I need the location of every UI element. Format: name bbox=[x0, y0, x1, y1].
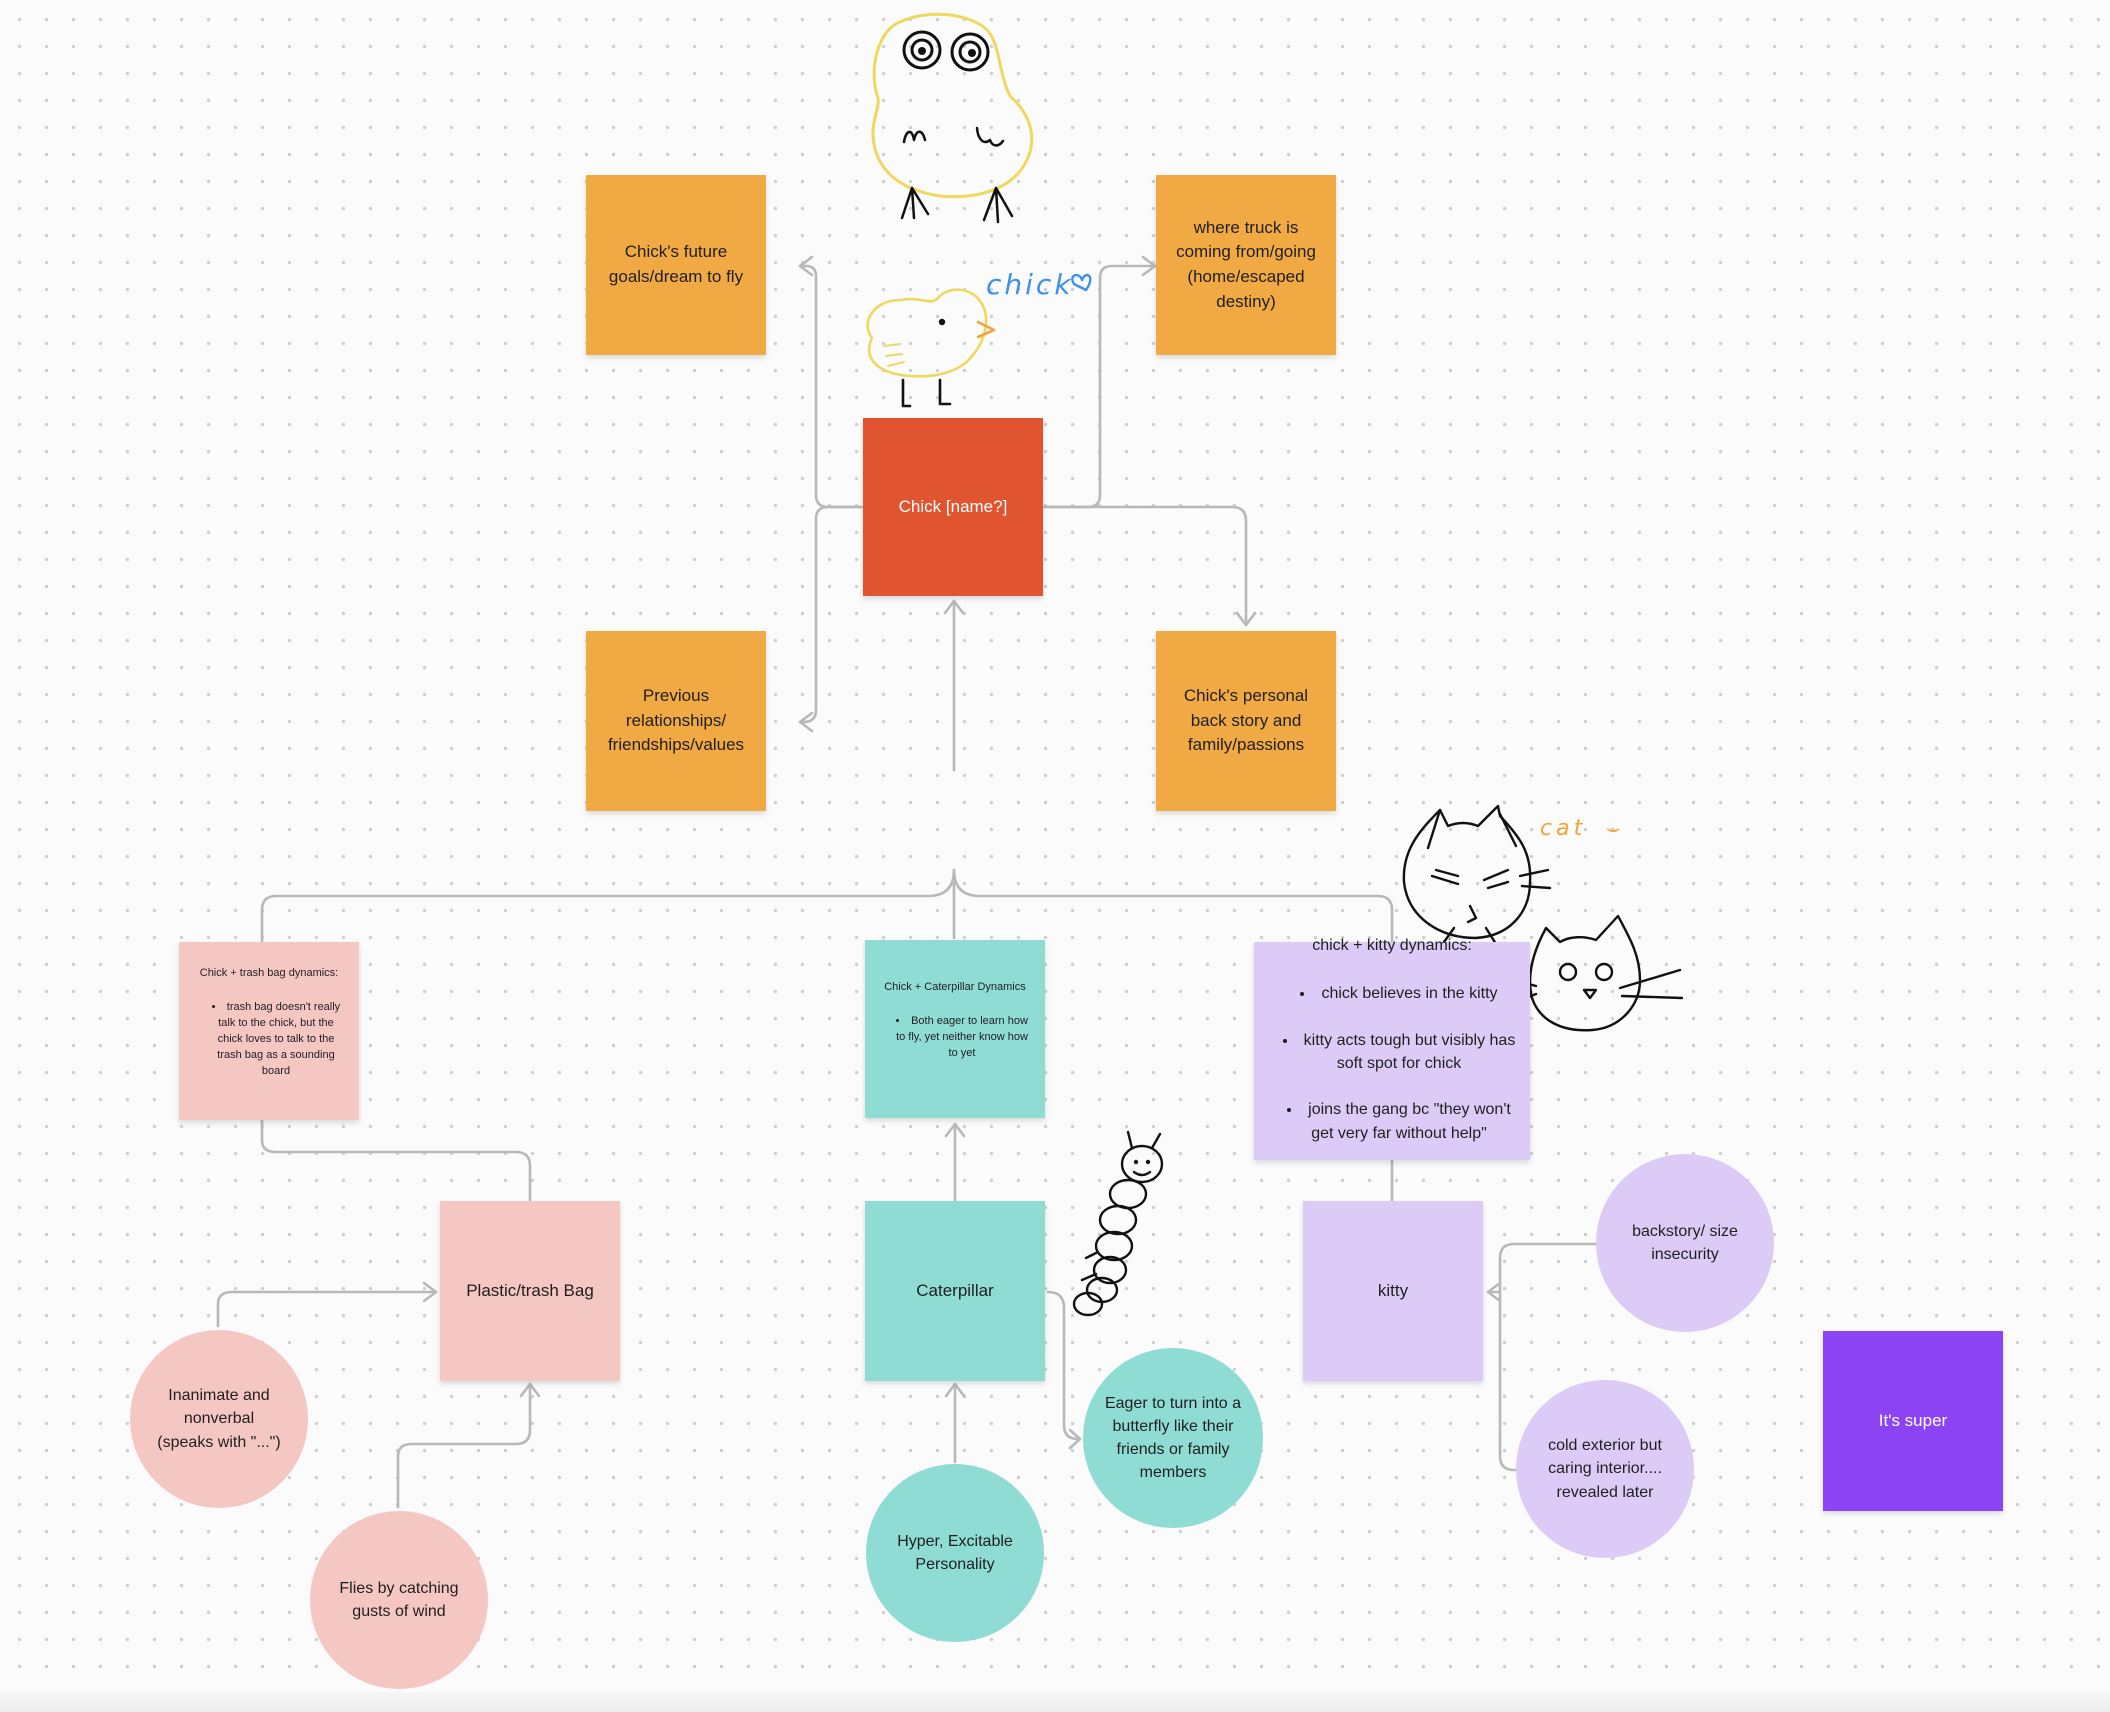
backstory-note-text: Chick's personal back story and family/p… bbox=[1183, 686, 1309, 755]
caterpillar-dynamics-bullet: Both eager to learn how to fly, yet neit… bbox=[891, 1014, 1033, 1062]
arrowhead-kitty bbox=[1486, 1281, 1502, 1303]
connector-inanimate-trash bbox=[216, 1290, 438, 1328]
kitty-note[interactable]: kitty bbox=[1303, 1201, 1483, 1381]
smile-icon: ⌣ bbox=[1606, 816, 1621, 841]
hyper-circle[interactable]: Hyper, Excitable Personality bbox=[866, 1464, 1044, 1642]
cold-exterior-circle-text: cold exterior but caring interior.... re… bbox=[1548, 1437, 1662, 1501]
arrowhead-eager bbox=[1068, 1428, 1082, 1450]
connector-trunk-left bbox=[260, 868, 956, 945]
kitty-dynamics-note[interactable]: chick + kitty dynamics: chick believes i… bbox=[1254, 937, 1530, 1160]
relationships-note-text: Previous relationships/ friendships/valu… bbox=[607, 686, 745, 755]
truck-note-text: where truck is coming from/going (home/e… bbox=[1176, 217, 1316, 311]
big-chick-doodle bbox=[871, 12, 1034, 224]
connector-trash-dynamics bbox=[260, 1117, 532, 1202]
inanimate-circle[interactable]: Inanimate and nonverbal (speaks with "..… bbox=[130, 1330, 308, 1508]
kitty-dynamics-bullet: kitty acts tough but visibly has soft sp… bbox=[1278, 1029, 1520, 1075]
caterpillar-dynamics-title: Chick + Caterpillar Dynamics bbox=[884, 981, 1026, 994]
central-note-text: Chick [name?] bbox=[898, 496, 1008, 516]
window-bottom-edge bbox=[0, 1692, 2110, 1712]
connector-center-relationships bbox=[798, 505, 864, 724]
trash-dynamics-title: Chick + trash bag dynamics: bbox=[199, 967, 339, 980]
connector-flies-trash bbox=[396, 1382, 532, 1509]
caterpillar-doodle bbox=[1072, 1130, 1164, 1317]
its-super-note[interactable]: It's super bbox=[1823, 1331, 2003, 1511]
small-chick-doodle bbox=[866, 288, 996, 408]
flies-circle-text: Flies by catching gusts of wind bbox=[339, 1579, 459, 1620]
trash-bag-note[interactable]: Plastic/trash Bag bbox=[440, 1201, 620, 1381]
caterpillar-note-text: Caterpillar bbox=[916, 1280, 994, 1300]
caterpillar-note[interactable]: Caterpillar bbox=[865, 1201, 1045, 1381]
hyper-circle-text: Hyper, Excitable Personality bbox=[897, 1532, 1013, 1573]
arrowhead-goals bbox=[798, 255, 814, 277]
connector-center-backstory bbox=[1042, 505, 1248, 627]
size-insecurity-circle-text: backstory/ size insecurity bbox=[1632, 1222, 1738, 1263]
arrowhead-center bbox=[943, 599, 965, 615]
connector-size-kitty bbox=[1486, 1242, 1598, 1294]
chick-doodle-label: chick bbox=[986, 268, 1074, 301]
truck-note[interactable]: where truck is coming from/going (home/e… bbox=[1156, 175, 1336, 355]
caterpillar-dynamics-list: Both eager to learn how to fly, yet neit… bbox=[877, 998, 1033, 1078]
trash-dynamics-list: trash bag doesn't really talk to the chi… bbox=[191, 984, 347, 1096]
flies-circle[interactable]: Flies by catching gusts of wind bbox=[310, 1511, 488, 1689]
eager-circle-text: Eager to turn into a butterfly like thei… bbox=[1104, 1394, 1242, 1482]
kitty-dynamics-bullet: chick believes in the kitty bbox=[1278, 982, 1520, 1005]
connector-cold-kitty bbox=[1498, 1290, 1518, 1472]
cat-doodle-label: cat bbox=[1540, 816, 1587, 841]
arrowhead-caterpillar-bottom bbox=[944, 1382, 966, 1398]
heart-icon bbox=[1071, 273, 1092, 292]
connector-trunk-right bbox=[952, 868, 1394, 945]
backstory-note[interactable]: Chick's personal back story and family/p… bbox=[1156, 631, 1336, 811]
inanimate-circle-text: Inanimate and nonverbal (speaks with "..… bbox=[157, 1387, 281, 1451]
its-super-note-text: It's super bbox=[1878, 1410, 1948, 1430]
arrowhead-trash-left bbox=[422, 1281, 438, 1303]
cat-face-doodle-1 bbox=[1402, 804, 1552, 946]
goals-note[interactable]: Chick's future goals/dream to fly bbox=[586, 175, 766, 355]
kitty-note-text: kitty bbox=[1377, 1280, 1409, 1300]
central-note[interactable]: Chick [name?] bbox=[863, 418, 1043, 596]
arrowhead-backstory bbox=[1235, 611, 1257, 627]
cat-face-doodle-2 bbox=[1512, 914, 1684, 1032]
trash-dynamics-note[interactable]: Chick + trash bag dynamics: trash bag do… bbox=[179, 942, 359, 1120]
eager-circle[interactable]: Eager to turn into a butterfly like thei… bbox=[1083, 1348, 1263, 1528]
relationships-note[interactable]: Previous relationships/ friendships/valu… bbox=[586, 631, 766, 811]
arrowhead-relationships bbox=[798, 711, 814, 733]
kitty-dynamics-bullet: joins the gang bc "they won't get very f… bbox=[1278, 1098, 1520, 1144]
kitty-dynamics-title: chick + kitty dynamics: bbox=[1312, 937, 1472, 955]
trash-dynamics-bullet: trash bag doesn't really talk to the chi… bbox=[205, 1000, 347, 1080]
size-insecurity-circle[interactable]: backstory/ size insecurity bbox=[1596, 1154, 1774, 1332]
arrowhead-truck bbox=[1141, 255, 1157, 277]
trash-bag-note-text: Plastic/trash Bag bbox=[466, 1280, 594, 1300]
arrowhead-caterpillar-dynamics bbox=[944, 1122, 966, 1138]
caterpillar-dynamics-note[interactable]: Chick + Caterpillar Dynamics Both eager … bbox=[865, 940, 1045, 1118]
goals-note-text: Chick's future goals/dream to fly bbox=[608, 242, 744, 286]
kitty-dynamics-list: chick believes in the kitty kitty acts t… bbox=[1264, 959, 1520, 1168]
arrowhead-trash-bottom bbox=[519, 1382, 541, 1398]
cold-exterior-circle[interactable]: cold exterior but caring interior.... re… bbox=[1516, 1380, 1694, 1558]
connector-caterpillar-eager bbox=[1046, 1290, 1082, 1441]
